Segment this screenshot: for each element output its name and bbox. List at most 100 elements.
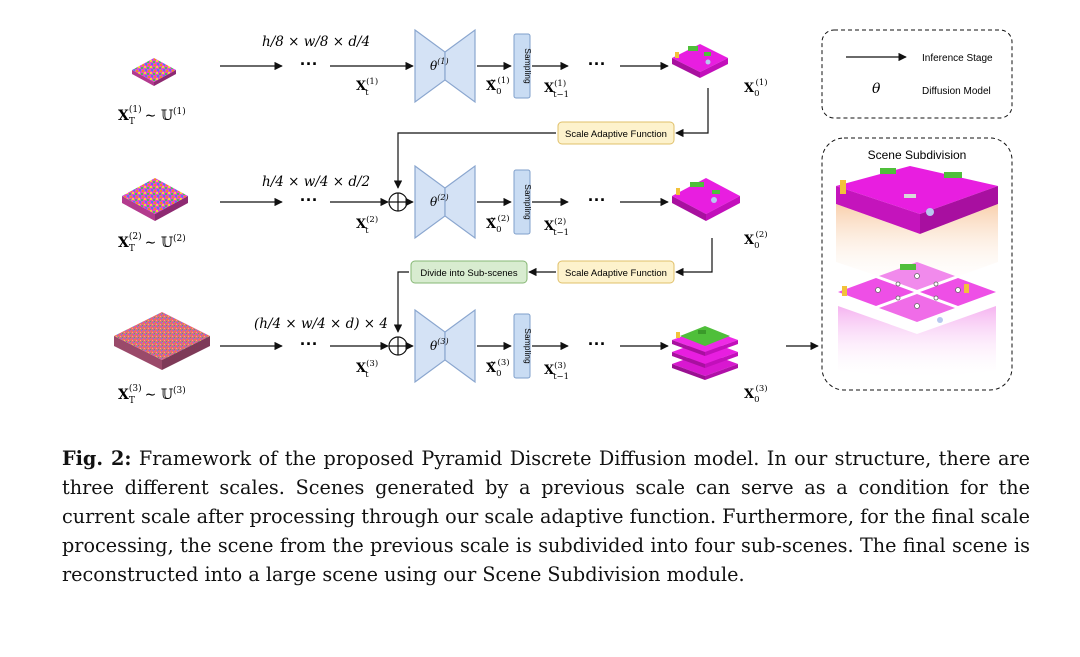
row-1: 𝐗T(1)∼ 𝕌(1) h/8 × w/8 × d/4 ··· 𝐗(1)t θ(… <box>118 28 768 127</box>
row-2: 𝐗T(2)∼ 𝕌(2) h/4 × w/4 × d/2 ··· 𝐗(2)t θ(… <box>118 164 768 254</box>
dims-2: h/4 × w/4 × d/2 <box>262 174 370 190</box>
xt-sub-2: t <box>365 226 369 236</box>
sampling-label-2: Sampling <box>523 184 533 220</box>
sampling-label-3: Sampling <box>523 328 533 364</box>
diffusion-model-3: θ(3) <box>414 308 476 384</box>
dims-3: (h/4 × w/4 × d) × 4 <box>254 316 388 332</box>
svg-text:𝐗(3)t: 𝐗(3)t <box>356 358 378 380</box>
xt1-2: 𝐗 <box>544 219 555 234</box>
x0-sub-2: 0 <box>754 241 759 251</box>
legend-inference-label: Inference Stage <box>922 53 993 64</box>
divide-label: Divide into Sub-scenes <box>420 268 517 279</box>
output-scene-1 <box>672 44 728 78</box>
xt1-1: 𝐗 <box>544 81 555 96</box>
noise-sub-1: T <box>129 117 135 127</box>
svg-text:θ(2): θ(2) <box>430 193 449 209</box>
theta-1: θ <box>430 59 438 73</box>
xt-label-2: 𝐗 <box>356 217 367 232</box>
x0-2: 𝐗 <box>744 233 755 248</box>
output-scene-3 <box>672 326 738 380</box>
x0-1: 𝐗 <box>744 81 755 96</box>
xt-sup-3: (3) <box>366 358 378 369</box>
sum-node-2 <box>388 192 408 212</box>
divide-box <box>410 260 528 284</box>
noise-scene-2 <box>122 178 188 221</box>
noise-scene-3 <box>114 312 210 370</box>
noise-dist-sup-3: (3) <box>173 385 186 396</box>
x0hat-sup-3: (3) <box>498 357 510 368</box>
theta-sup-3: (3) <box>437 337 448 346</box>
xt-label-3: 𝐗 <box>356 361 367 376</box>
svg-text:𝐗̃0(3): 𝐗̃0(3) <box>486 357 510 379</box>
xt1-sub-2: t−1 <box>553 228 569 238</box>
scale-adaptive-box-1 <box>557 121 675 145</box>
figure-caption: Fig. 2: Framework of the proposed Pyrami… <box>62 444 1030 589</box>
scale-adaptive-box-2 <box>557 260 675 284</box>
x0-sup-2: (2) <box>756 229 768 240</box>
noise-sub-2: T <box>129 244 135 254</box>
svg-text:𝐗T(3)∼ 𝕌(3): 𝐗T(3)∼ 𝕌(3) <box>118 383 186 406</box>
x0hat-sup-2: (2) <box>498 213 510 224</box>
noise-scene-1 <box>132 58 176 86</box>
scale-adaptive-label-1: Scale Adaptive Function <box>565 129 667 140</box>
svg-text:θ(3): θ(3) <box>430 337 449 353</box>
x0hat-sub-1: 0 <box>496 87 501 97</box>
legend-theta-symbol: θ <box>872 81 881 97</box>
row-3: 𝐗T(3)∼ 𝕌(3) (h/4 × w/4 × d) × 4 ··· 𝐗(3)… <box>114 308 819 406</box>
x0hat-sup-1: (1) <box>498 75 510 86</box>
dots-3a: ··· <box>300 334 318 354</box>
x0hat-sub-2: 0 <box>496 225 501 235</box>
scene-subdivision-panel: Scene Subdivision <box>821 137 1013 391</box>
noise-label-3: 𝐗 <box>118 387 129 403</box>
dims-1: h/8 × w/8 × d/4 <box>262 34 370 50</box>
svg-text:𝐗(2)t: 𝐗(2)t <box>356 214 378 236</box>
noise-sup-1: (1) <box>129 104 142 115</box>
diffusion-model-1: θ(1) <box>414 28 476 104</box>
x0-sup-3: (3) <box>756 383 768 394</box>
svg-text:𝐗0(2): 𝐗0(2) <box>744 229 768 251</box>
svg-text:𝐗(3)t−1: 𝐗(3)t−1 <box>544 360 569 382</box>
caption-text: Framework of the proposed Pyramid Discre… <box>62 447 1031 586</box>
svg-text:𝐗(1)t−1: 𝐗(1)t−1 <box>544 78 569 100</box>
legend: Inference Stage θ Diffusion Model <box>821 29 1013 119</box>
svg-text:𝐗T(2)∼ 𝕌(2): 𝐗T (2)∼ 𝕌(2) <box>118 231 186 254</box>
noise-label-1: 𝐗 <box>118 108 129 124</box>
theta-2: θ <box>430 195 438 209</box>
x0-sup-1: (1) <box>756 77 768 88</box>
diffusion-model-2: θ(2) <box>414 164 476 240</box>
xt1-3: 𝐗 <box>544 363 555 378</box>
noise-sup-2: (2) <box>129 231 142 242</box>
xt-sub-1: t <box>365 88 369 98</box>
dots-2a: ··· <box>300 190 318 210</box>
output-scene-2 <box>672 178 740 221</box>
x0-sub-1: 0 <box>754 89 759 99</box>
sum-node-3 <box>388 336 408 356</box>
legend-diffusion-label: Diffusion Model <box>922 86 991 97</box>
noise-dist-sup-2: (2) <box>173 233 186 244</box>
dots-1a: ··· <box>300 54 318 74</box>
sampling-box-1 <box>513 33 531 99</box>
svg-text:𝐗̃0(1): 𝐗̃0(1) <box>486 75 510 97</box>
noise-sup-3: (3) <box>129 383 142 394</box>
x0hat-1: 𝐗̃ <box>486 79 497 94</box>
sampling-box-2 <box>513 169 531 235</box>
xt1-sup-1: (1) <box>554 78 566 89</box>
noise-label-2: 𝐗 <box>118 235 129 251</box>
scene-subdivision-title: Scene Subdivision <box>868 148 967 162</box>
xt-label-1: 𝐗 <box>356 79 367 94</box>
sampling-label-1: Sampling <box>523 48 533 84</box>
noise-sub-3: T <box>129 396 135 406</box>
x0-sub-3: 0 <box>754 395 759 405</box>
svg-text:𝐗T(1)∼ 𝕌(1): 𝐗T(1)∼ 𝕌(1) <box>118 104 186 127</box>
svg-text:𝐗(1)t: 𝐗(1)t <box>356 76 378 98</box>
theta-sup-1: (1) <box>437 57 448 66</box>
xt-sub-3: t <box>365 370 369 380</box>
xt-sup-2: (2) <box>366 214 378 225</box>
x0hat-sub-3: 0 <box>496 369 501 379</box>
xt1-sub-1: t−1 <box>553 90 569 100</box>
svg-text:θ(1): θ(1) <box>430 57 449 73</box>
framework-diagram: 𝐗T(1)∼ 𝕌(1) h/8 × w/8 × d/4 ··· 𝐗(1)t θ(… <box>114 28 1013 406</box>
x0-3: 𝐗 <box>744 387 755 402</box>
noise-dist-2: ∼ 𝕌 <box>145 235 173 251</box>
theta-3: θ <box>430 339 438 353</box>
